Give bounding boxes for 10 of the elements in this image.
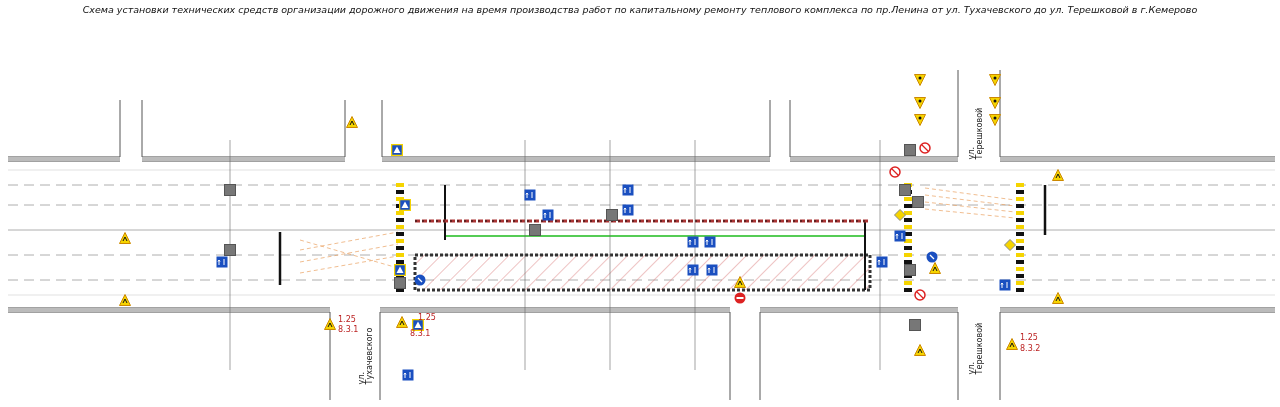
sign-code: 1.25 [1020,334,1038,343]
sign-code: 8.3.2 [1020,345,1041,354]
sign-code: 1.25 [418,314,436,323]
street-name: ул. Терешковой [967,106,985,160]
street-name: ул. Терешковой [967,321,985,375]
sign-code: 1.25 [338,316,356,325]
sign-code: 8.3.1 [338,326,359,335]
sign-code: 8.3.1 [410,330,431,339]
street-name: ул. Тухачевского [357,327,375,385]
diagram-title: Схема установки технических средств организации дорожного движения на время производства работ по капитальному ремонту теплового комплекса по пр.Ленина от ул. Тухачевского до ул. Терешковой в г.Кемерово [81,4,1199,15]
